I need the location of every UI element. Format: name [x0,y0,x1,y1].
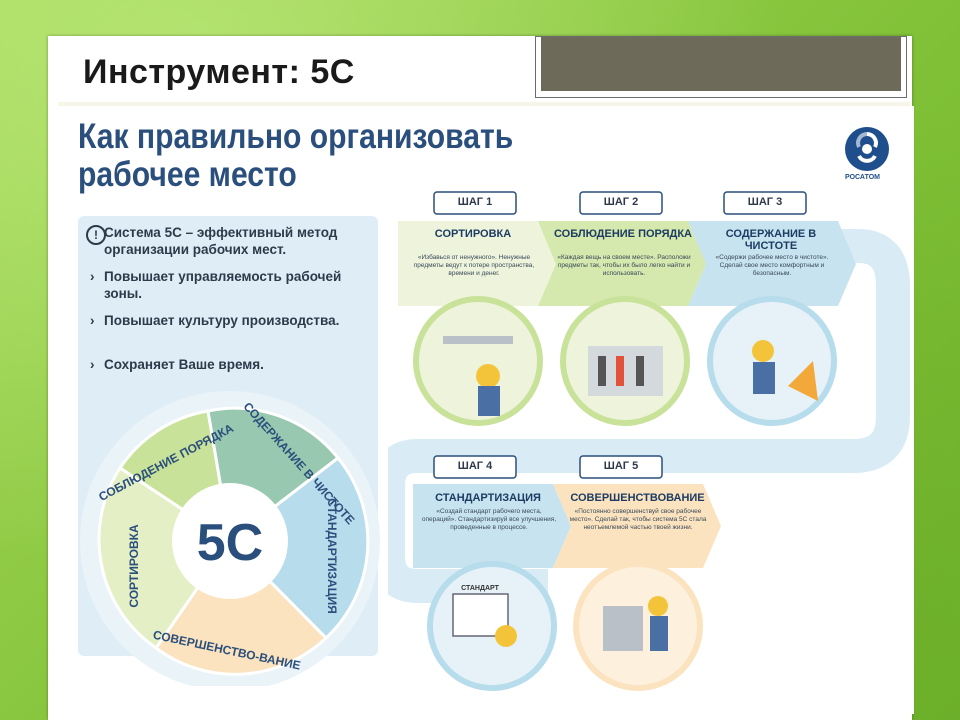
step-1-name: СОРТИРОВКА [434,228,512,240]
rosatom-logo-icon [845,127,889,171]
bullet-item: ›Повышает управляемость рабочей зоны. [90,269,342,301]
infographic-image: Как правильно организовать рабочее место… [58,106,914,714]
bullet-item: ›Повышает культуру производства. [90,313,340,328]
step-3-name: СОДЕРЖАНИЕ В ЧИСТОТЕ [725,228,817,252]
step-3-illustration [707,296,837,426]
infographic-heading: Как правильно организовать рабочее место [78,118,513,194]
wheel-segment-standard [227,455,370,641]
wheel-center-text: 5С [197,514,263,572]
steps-diagram: СТАНДАРТ [388,191,910,691]
step-3-label: ШАГ 3 [747,196,783,208]
step-1-label: ШАГ 1 [457,196,493,208]
wheel-label-sort: СОРТИРОВКА [127,524,141,608]
decorative-tab [535,36,907,98]
exclamation-icon: ! [86,225,106,245]
step-2-name: СОБЛЮДЕНИЕ ПОРЯДКА [554,228,692,240]
step-3-box [688,221,856,306]
step-4-box [413,484,571,568]
step-2-box [538,221,706,306]
step-3-desc: «Содержи рабочее место в чистоте». Сдела… [715,254,829,277]
heading-line-1: Как правильно организовать [78,117,514,156]
header-strip [58,102,910,108]
heading-line-2: рабочее место [78,155,297,194]
logo-text: РОСАТОМ [845,174,880,181]
step-5-box [553,484,721,568]
step-1-illustration [413,296,543,426]
step-4-desc: «Создай стандарт рабочего места, операци… [421,508,557,531]
wheel-label-standard: СТАНДАРТИЗАЦИЯ [325,498,339,614]
step-1-tab [433,191,517,215]
wheel-segment-sort [97,465,233,651]
step-2-tab [579,191,663,215]
bullet-item: ›Сохраняет Ваше время. [90,357,264,372]
step-4-name: СТАНДАРТИЗАЦИЯ [435,492,541,504]
flow-band [388,229,910,603]
step-1-desc: «Избавься от ненужного». Ненужные предме… [413,254,535,277]
step-5-desc: «Постоянно совершенствуй свое рабочее ме… [569,508,707,531]
step-5-name: СОВЕРШЕНСТВОВАНИЕ [570,492,705,504]
step-4-label: ШАГ 4 [457,460,493,472]
slide-title: Инструмент: 5С [83,53,355,91]
step-2-label: ШАГ 2 [603,196,639,208]
step-3-tab [723,191,807,215]
wheel-segment-improve [153,538,329,676]
step-4-tab [433,455,517,479]
intro-text: ! Система 5С – эффективный метод организ… [86,224,364,258]
step-2-desc: «Каждая вещь на своем месте». Расположи … [557,254,691,277]
standard-sign-text: СТАНДАРТ [461,585,499,592]
step-5-label: ШАГ 5 [603,460,639,472]
five-s-wheel: 5С СОБЛЮДЕНИЕ ПОРЯДКА СОДЕРЖАНИЕ В ЧИСТО… [80,391,380,686]
step-5-tab [579,455,663,479]
step-1-box [398,221,556,306]
